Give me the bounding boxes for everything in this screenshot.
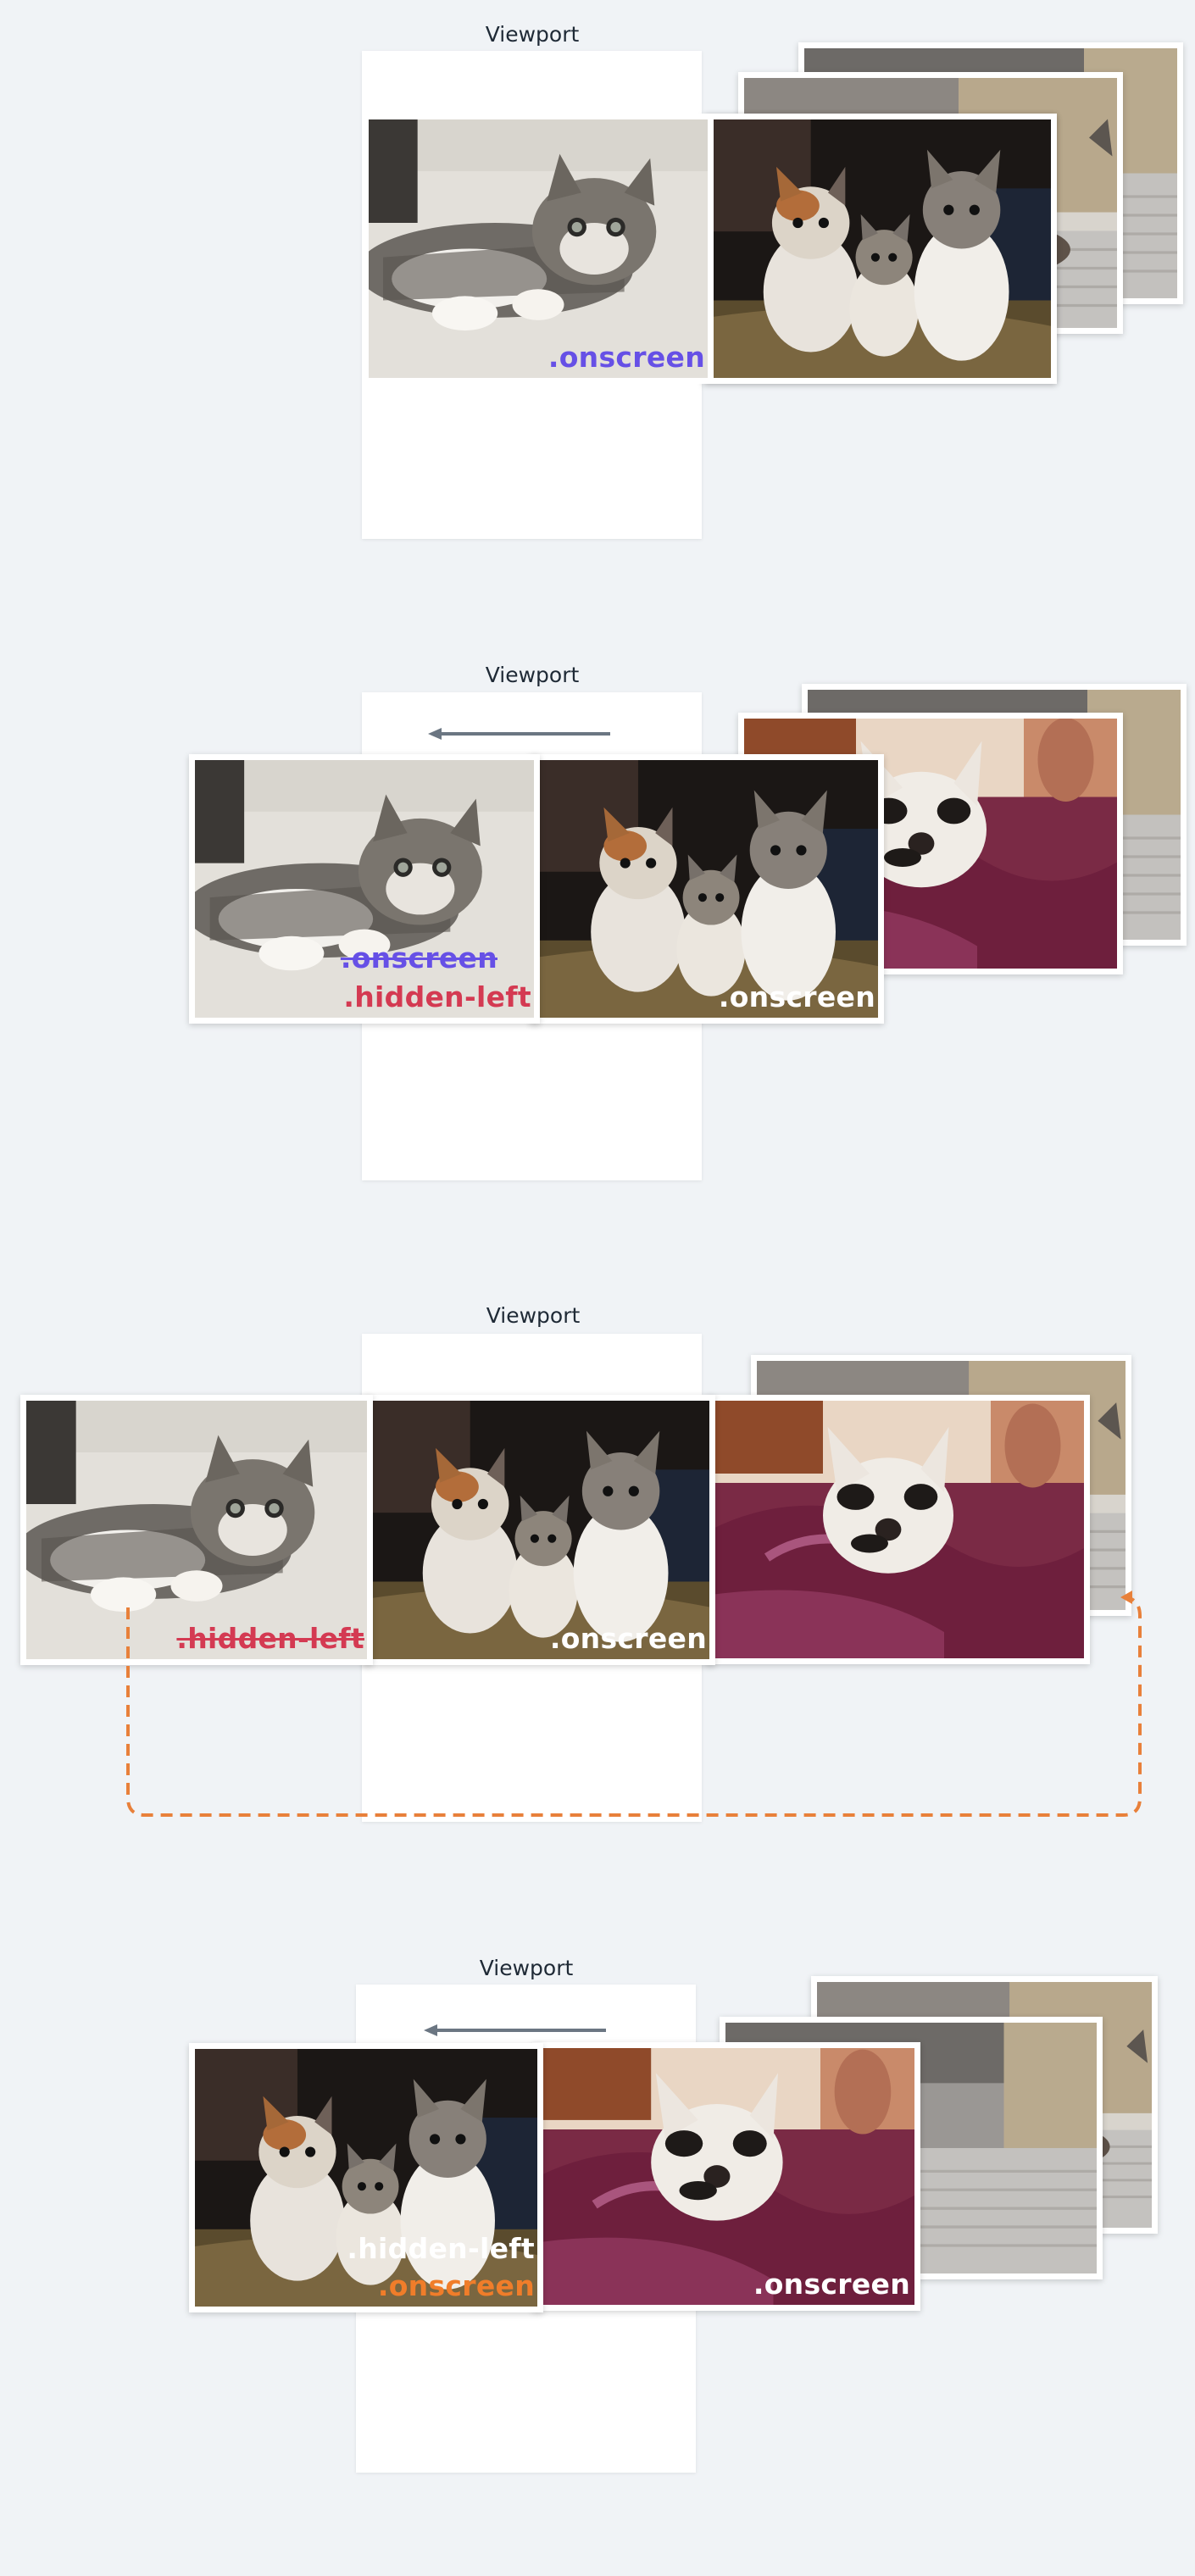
slide-left-arrow xyxy=(428,728,610,740)
photo-card-third: .onscreen xyxy=(532,2042,920,2311)
removed-onscreen-label: .onscreen xyxy=(340,941,497,974)
stage-2: Viewport .onscreen .onscreen .hidden-lef… xyxy=(0,641,1195,1285)
photo-card-second: .hidden-left .onscreen xyxy=(189,2043,543,2312)
stage-1: Viewport .onscreen xyxy=(0,0,1195,644)
stage-4: Viewport .onscreen .hidden-left .onscree… xyxy=(0,1932,1195,2576)
hidden-left-label: .hidden-left xyxy=(347,2232,535,2265)
hidden-left-label: .hidden-left xyxy=(343,980,531,1013)
stage-3: Viewport .onscreen .hidden-left xyxy=(0,1281,1195,1925)
photo-card-second xyxy=(703,114,1057,384)
three-kittens-photo xyxy=(536,760,878,1018)
new-onscreen-label: .onscreen xyxy=(377,2269,535,2302)
recycle-loop-arrow xyxy=(126,1591,1142,1817)
slide-left-arrow xyxy=(424,2024,606,2036)
viewport-title: Viewport xyxy=(486,1303,581,1328)
photo-card-second: .onscreen xyxy=(530,754,884,1024)
photo-card-second: .onscreen xyxy=(363,1395,715,1665)
photo-card-first: .onscreen .hidden-left xyxy=(189,754,540,1024)
removed-hidden-left-label: .hidden-left xyxy=(176,1622,364,1655)
tabby-kitten-photo xyxy=(195,760,534,1018)
onscreen-label: .onscreen xyxy=(718,980,875,1013)
tabby-kitten-photo xyxy=(369,119,708,378)
photo-card-first: .onscreen xyxy=(363,114,714,384)
onscreen-label: .onscreen xyxy=(547,341,705,374)
viewport-title: Viewport xyxy=(485,663,580,687)
photo-card-third xyxy=(705,1395,1090,1664)
calico-kitten-photo xyxy=(538,2048,914,2305)
three-kittens-photo xyxy=(195,2049,537,2307)
onscreen-label: .onscreen xyxy=(753,2268,910,2301)
three-kittens-photo xyxy=(709,119,1051,378)
viewport-title: Viewport xyxy=(485,22,580,47)
photo-card-first: .hidden-left xyxy=(20,1395,373,1665)
viewport-title: Viewport xyxy=(479,1956,574,1980)
onscreen-label: .onscreen xyxy=(549,1622,707,1655)
